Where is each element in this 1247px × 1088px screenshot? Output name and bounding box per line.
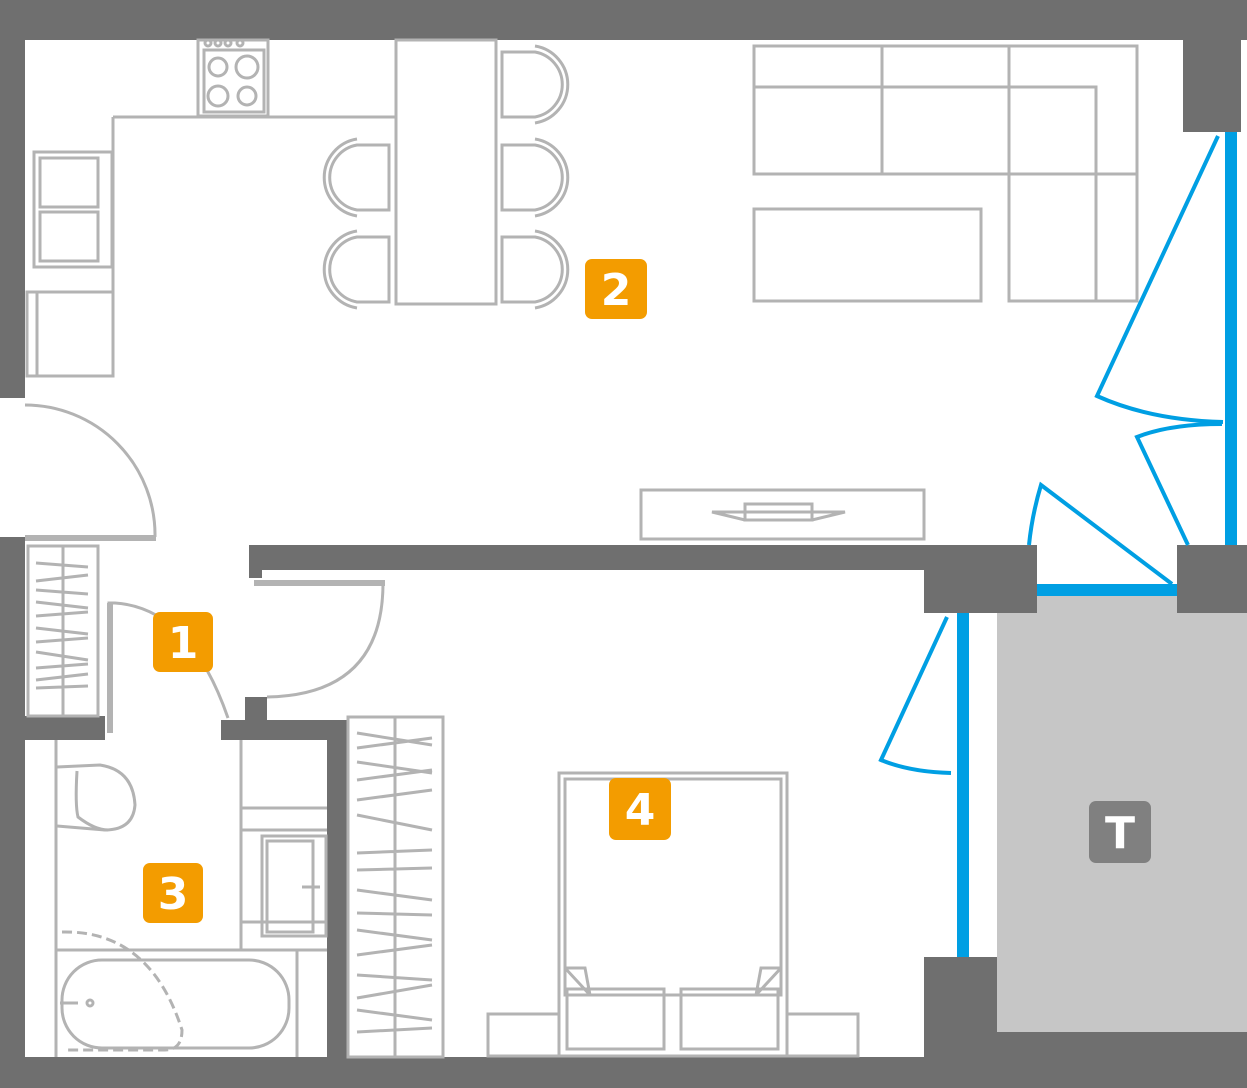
tv-stand <box>639 488 926 541</box>
sofa <box>752 44 1139 303</box>
room-label-3: 3 <box>143 863 203 923</box>
bed <box>486 771 860 1058</box>
svg-text:1: 1 <box>168 618 199 669</box>
sink-icon <box>260 834 328 938</box>
room-label-2: 2 <box>585 259 647 319</box>
stove-icon <box>196 38 270 118</box>
svg-text:T: T <box>1105 808 1135 859</box>
svg-text:2: 2 <box>601 265 632 316</box>
hall-wardrobe <box>26 544 100 718</box>
room-label-1: 1 <box>153 612 213 672</box>
room-label-4: 4 <box>609 778 671 840</box>
toilet-icon <box>56 763 137 832</box>
svg-text:3: 3 <box>158 869 189 920</box>
bathroom-fixtures <box>54 740 328 1057</box>
entrance-door <box>25 535 156 541</box>
bedroom-wardrobe <box>346 715 445 1059</box>
svg-text:4: 4 <box>625 785 656 836</box>
room-label-terrace: T <box>1089 801 1151 863</box>
windows <box>878 132 1237 957</box>
entrance-door-swing <box>24 403 157 538</box>
bathtub-icon <box>60 958 291 1050</box>
window-swing <box>1094 135 1224 424</box>
bedroom-door <box>254 581 385 699</box>
dining-table <box>394 38 498 306</box>
kitchen <box>25 38 570 378</box>
